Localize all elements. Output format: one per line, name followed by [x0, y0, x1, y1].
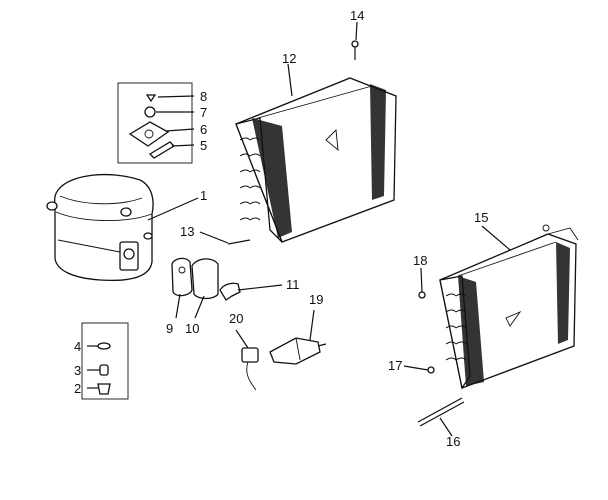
base-part — [97, 383, 111, 395]
callout-3: 3 — [74, 363, 81, 378]
callout-17: 17 — [388, 358, 402, 373]
evaporator-coil — [235, 77, 397, 243]
screw-18-part — [418, 291, 426, 299]
cap-part — [97, 342, 111, 350]
screw-part — [351, 40, 359, 60]
thermostat-part — [269, 337, 327, 365]
callout-18: 18 — [413, 253, 427, 268]
clip-part — [219, 282, 241, 301]
callout-16: 16 — [446, 434, 460, 449]
condenser-fins — [445, 293, 467, 361]
condenser-coil — [439, 224, 579, 390]
compressor — [46, 173, 154, 282]
nut-part — [145, 94, 157, 103]
callout-15: 15 — [474, 210, 488, 225]
callout-6: 6 — [200, 122, 207, 137]
overload-part — [171, 257, 193, 297]
callout-1: 1 — [200, 188, 207, 203]
callout-11: 11 — [286, 277, 300, 292]
relay-part — [191, 258, 219, 300]
callout-7: 7 — [200, 105, 207, 120]
capacitor-part — [241, 347, 259, 391]
callout-14: 14 — [350, 8, 364, 23]
callout-20: 20 — [229, 311, 243, 326]
washer-part — [144, 106, 156, 118]
callout-labels: 8 7 6 5 1 12 14 13 9 10 11 19 20 15 18 1… — [74, 8, 488, 449]
grommet-part — [128, 121, 170, 147]
callout-10: 10 — [185, 321, 199, 336]
screw-17-part — [427, 366, 435, 374]
mount-kit-box — [117, 82, 193, 164]
bolt-part — [227, 239, 251, 245]
callout-12: 12 — [282, 51, 296, 66]
relay-overload-group — [171, 257, 241, 301]
callout-9: 9 — [166, 321, 173, 336]
callout-19: 19 — [309, 292, 323, 307]
spacer-part — [99, 364, 109, 376]
sleeve-part — [148, 141, 176, 159]
leader-lines — [87, 21, 511, 437]
callout-4: 4 — [74, 339, 81, 354]
coil-fins — [239, 137, 261, 221]
callout-2: 2 — [74, 381, 81, 396]
callout-8: 8 — [200, 89, 207, 104]
callout-5: 5 — [200, 138, 207, 153]
callout-13: 13 — [180, 224, 194, 239]
drier-tube-part — [417, 397, 465, 427]
